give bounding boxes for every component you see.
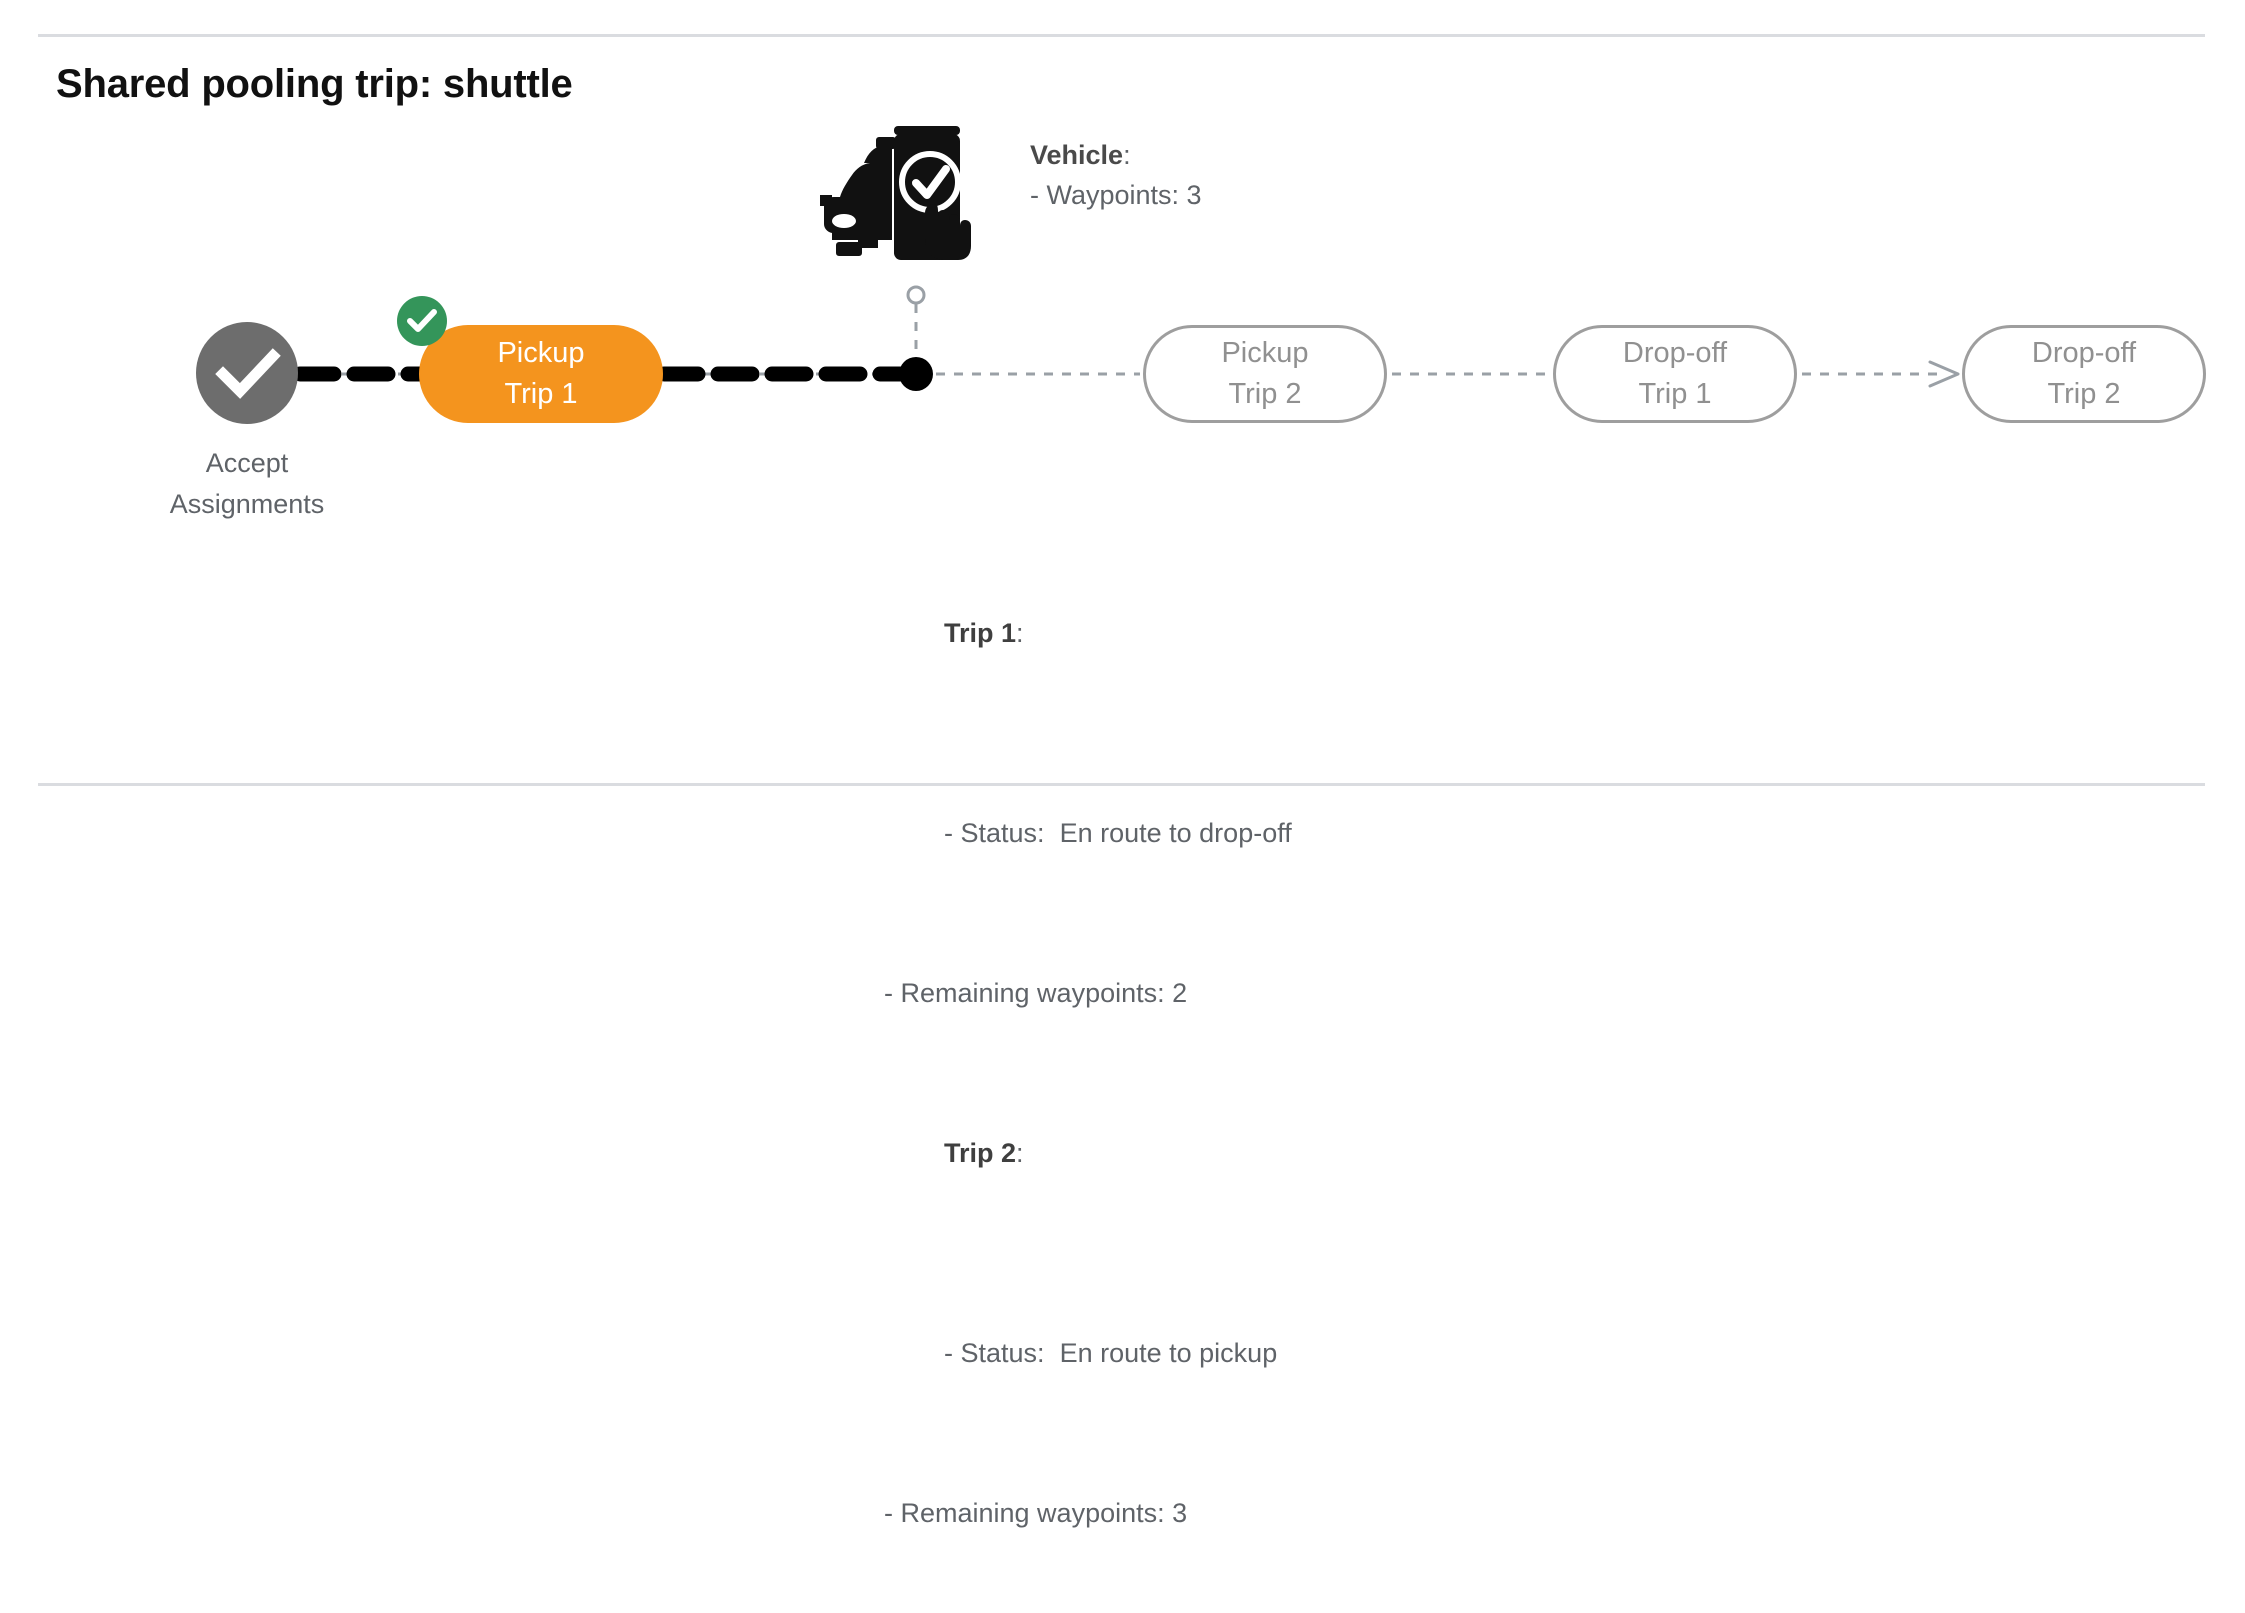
divider-bottom <box>38 783 2205 786</box>
vehicle-waypoints-line: - Waypoints: 3 <box>1030 180 1202 210</box>
trip-2-title: Trip 2 <box>944 1138 1017 1168</box>
page-title: Shared pooling trip: shuttle <box>56 62 573 106</box>
check-badge-icon <box>397 296 447 346</box>
check-circle-icon <box>215 348 281 399</box>
trip-flow-diagram: Accept Assignments Pickup Trip 1 Pickup … <box>169 120 2206 1528</box>
vehicle-anchor-circle <box>906 285 926 305</box>
vehicle-position-dot <box>899 357 933 391</box>
trip-2-status-label: - Status: <box>944 1338 1045 1368</box>
step-dropoff-trip-1[interactable]: Drop-off Trip 1 <box>1553 325 1797 423</box>
vehicle-phone-check-icon <box>818 120 978 275</box>
divider-top <box>38 34 2205 37</box>
accept-assignments-node[interactable] <box>196 322 298 424</box>
trips-note: Trip 1: - Status: En route to drop-off -… <box>884 493 1292 1613</box>
step-pickup-trip-2[interactable]: Pickup Trip 2 <box>1143 325 1387 423</box>
trip-1-title-suffix: : <box>1016 618 1024 648</box>
trip-1-title: Trip 1 <box>944 618 1017 648</box>
step-dropoff-trip-2[interactable]: Drop-off Trip 2 <box>1962 325 2206 423</box>
vehicle-note-title-suffix: : <box>1123 140 1131 170</box>
vehicle-note: Vehicle: - Waypoints: 3 <box>1030 135 1202 215</box>
trip-diagram-card: Shared pooling trip: shuttle <box>38 34 2206 1528</box>
step-pickup-trip-1[interactable]: Pickup Trip 1 <box>419 325 663 423</box>
vehicle-note-title: Vehicle <box>1030 140 1124 170</box>
trip-2-waypoints-line: - Remaining waypoints: 3 <box>884 1498 1188 1528</box>
arrow-head-icon <box>1928 360 1960 388</box>
trip-2-status-value: En route to pickup <box>1059 1338 1278 1368</box>
path-connectors <box>292 285 1960 391</box>
trip-2-title-suffix: : <box>1016 1138 1024 1168</box>
trip-1-waypoints-line: - Remaining waypoints: 2 <box>884 978 1188 1008</box>
trip-1-status-label: - Status: <box>944 818 1045 848</box>
trip-1-status-value: En route to drop-off <box>1059 818 1292 848</box>
accept-assignments-label: Accept Assignments <box>169 448 325 519</box>
